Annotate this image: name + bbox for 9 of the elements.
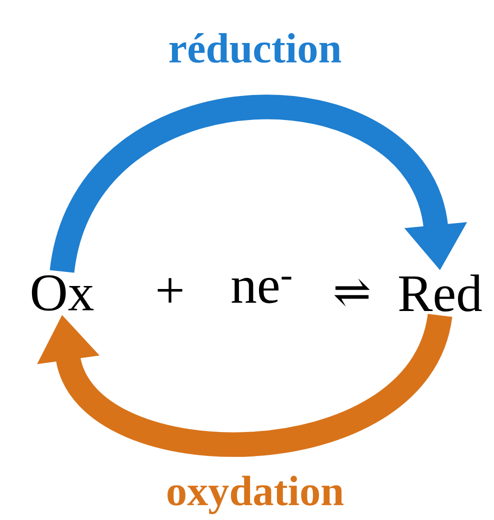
term-text: Red: [399, 274, 482, 312]
curved-arrow: [50, 95, 468, 274]
curved-arrow: [37, 312, 452, 456]
edge-label: oxydation: [168, 476, 344, 514]
term-text: Ox: [32, 275, 94, 311]
edge-label: réduction: [169, 33, 342, 63]
equation-text: ne$^{-}$: [232, 276, 292, 304]
equation-text: +: [158, 278, 182, 303]
equilibrium-arrow: ⇌: [334, 278, 370, 306]
